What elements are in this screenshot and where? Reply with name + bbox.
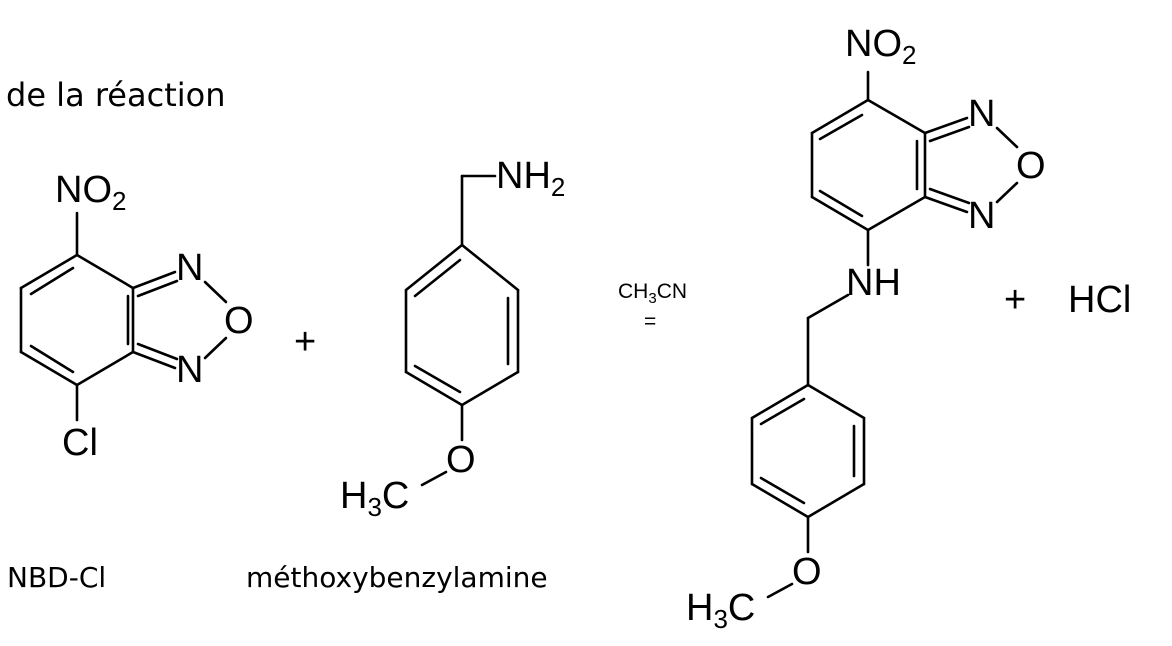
product-methoxy-oxygen: O [792,551,822,593]
nbd-cl-bonds [19,211,228,422]
methoxy-oxygen: O [446,439,476,481]
methoxybenzylamine-bonds [404,174,520,487]
nbd-cl-nitro-label: NO2 [55,169,126,216]
product-methyl-label: H3C [686,587,755,634]
product-bonds [750,70,1019,599]
product-nitro-label: NO2 [845,23,916,70]
nbd-cl-ring-n-top: N [176,247,203,289]
product-nh-label: NH [846,262,901,304]
product-structure: NO2 N O N NH O H3C [686,23,1046,634]
nbd-cl-structure: NO2 N O N Cl [19,169,254,464]
reaction-arrow: = [644,310,656,333]
nbd-cl-ring-n-bottom: N [176,349,203,391]
solvent-label: CH3CN [618,280,687,307]
nbd-cl-chlorine: Cl [62,422,98,464]
product-ring-o: O [1016,145,1046,187]
methyl-group-label: H3C [340,475,409,522]
methoxybenzylamine-structure: NH2 O H3C [340,155,565,522]
product-ring-n-top: N [968,93,995,135]
methoxybenzylamine-name: méthoxybenzylamine [246,561,548,594]
nbd-cl-ring-o: O [224,300,254,342]
amine-group-label: NH2 [496,155,565,202]
hcl-byproduct: HCl [1068,279,1131,321]
product-ring-n-bottom: N [968,195,995,237]
scheme-title: de la réaction [6,76,225,114]
plus-sign-1: + [294,321,316,363]
plus-sign-2: + [1004,279,1026,321]
nbd-cl-name: NBD-Cl [7,561,106,594]
